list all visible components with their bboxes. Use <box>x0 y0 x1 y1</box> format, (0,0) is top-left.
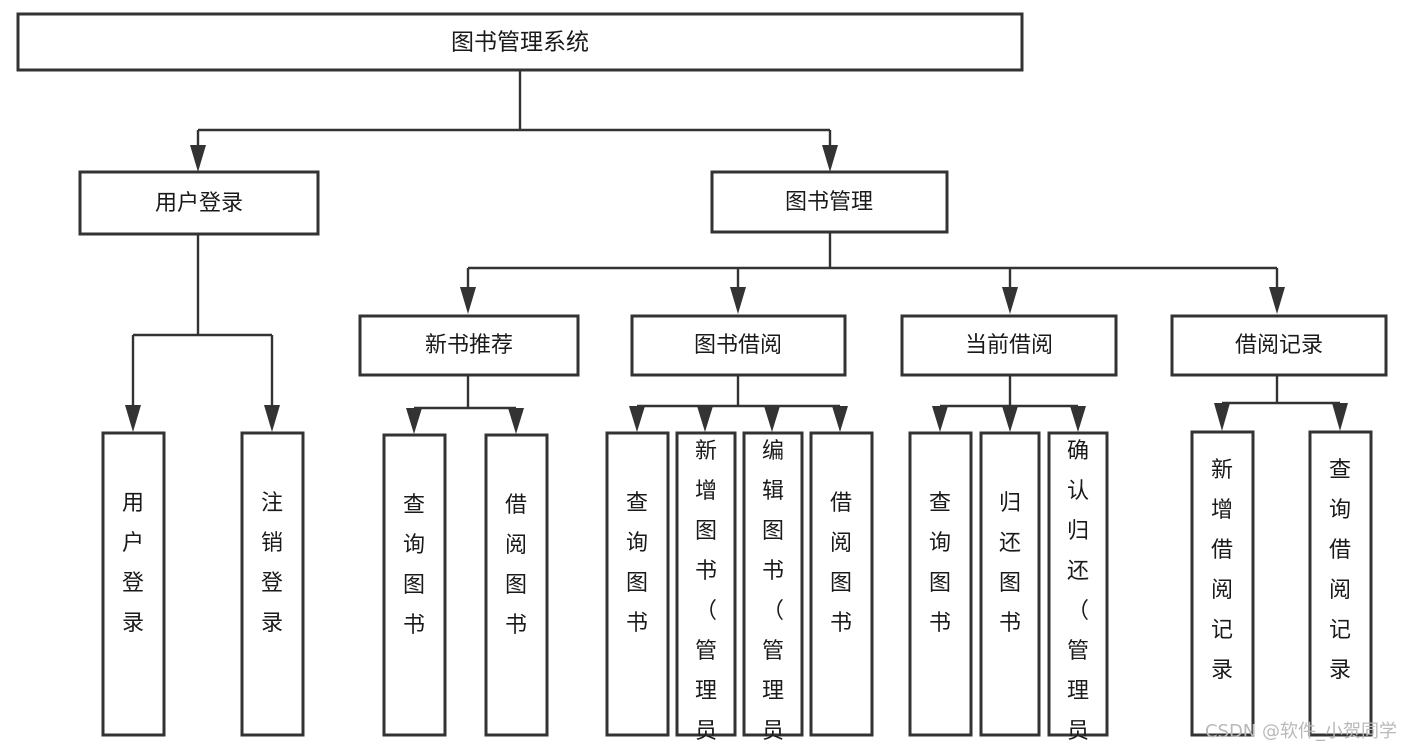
leaf-borrow-book-2[interactable]: 借阅图书 <box>809 431 874 737</box>
arrow-to-leaf-confirm-return <box>1070 406 1086 432</box>
leaf-logout-login[interactable]: 注销登录 <box>240 431 305 737</box>
leaf-return-book[interactable]: 归还图书 <box>979 431 1041 737</box>
leaf-query-record-box[interactable] <box>1308 430 1373 737</box>
arrow-to-new-book-recommend <box>460 287 476 314</box>
leaf-query-book-2-box[interactable] <box>605 431 670 737</box>
leaf-add-book-label: 新增图书（管理员） <box>695 439 717 747</box>
node-book-borrow-box[interactable] <box>630 314 847 377</box>
node-book-management[interactable]: 图书管理 <box>710 170 949 234</box>
leaf-logout-login-box[interactable] <box>240 431 305 737</box>
node-user-login[interactable]: 用户登录 <box>78 170 320 236</box>
leaf-borrow-book-2-box[interactable] <box>809 431 874 737</box>
arrow-to-leaf-query-record <box>1332 403 1348 431</box>
arrow-to-leaf-user-login <box>125 405 141 432</box>
leaf-borrow-book-1[interactable]: 借阅图书 <box>484 433 549 737</box>
arrow-to-leaf-return-book <box>1002 406 1018 432</box>
leaf-query-record-label: 查询借阅记录 <box>1329 458 1351 683</box>
node-root-label: 图书管理系统 <box>451 30 589 56</box>
arrow-to-book-borrow <box>730 287 746 314</box>
leaf-query-book-2-label: 查询图书 <box>626 491 648 636</box>
leaf-return-book-box[interactable] <box>979 431 1041 737</box>
node-current-borrow-box[interactable] <box>900 314 1118 377</box>
node-book-management-box[interactable] <box>710 170 949 234</box>
node-user-login-box[interactable] <box>78 170 320 236</box>
leaf-user-login-label: 用户登录 <box>122 491 144 636</box>
arrow-to-leaf-add-record <box>1214 403 1230 431</box>
leaf-borrow-book-1-box[interactable] <box>484 433 549 737</box>
node-root-box[interactable] <box>16 12 1024 72</box>
leaf-edit-book[interactable]: 编辑图书（管理员） <box>742 431 804 747</box>
node-book-borrow-label: 图书借阅 <box>694 333 782 358</box>
leaf-edit-book-label: 编辑图书（管理员） <box>762 439 784 747</box>
arrow-to-borrow-record <box>1269 287 1285 314</box>
node-book-management-label: 图书管理 <box>785 190 873 215</box>
leaf-confirm-return-box[interactable] <box>1047 431 1109 737</box>
leaf-logout-login-label: 注销登录 <box>261 491 283 636</box>
leaf-query-book-3-box[interactable] <box>908 431 973 737</box>
leaf-query-book-3-label: 查询图书 <box>929 491 951 636</box>
arrow-to-leaf-borrow-book-2 <box>832 406 848 432</box>
leaf-add-book-box[interactable] <box>675 431 737 737</box>
node-current-borrow-label: 当前借阅 <box>965 333 1053 358</box>
node-current-borrow[interactable]: 当前借阅 <box>900 314 1118 377</box>
leaf-user-login-box[interactable] <box>101 431 166 737</box>
node-book-borrow[interactable]: 图书借阅 <box>630 314 847 377</box>
arrow-to-leaf-borrow-book-1 <box>508 408 524 434</box>
node-user-login-label: 用户登录 <box>155 191 243 216</box>
node-borrow-record-box[interactable] <box>1170 314 1388 377</box>
leaf-query-book-1[interactable]: 查询图书 <box>382 433 447 737</box>
arrow-to-user-login <box>190 145 206 172</box>
arrow-to-current-borrow <box>1002 287 1018 314</box>
leaf-user-login[interactable]: 用户登录 <box>101 431 166 737</box>
leaf-add-record-label: 新增借阅记录 <box>1211 458 1233 683</box>
leaf-borrow-book-2-label: 借阅图书 <box>830 491 852 636</box>
node-root[interactable]: 图书管理系统 <box>16 12 1024 72</box>
leaf-query-book-3[interactable]: 查询图书 <box>908 431 973 737</box>
arrow-to-leaf-query-book-1 <box>406 408 422 434</box>
arrow-to-leaf-query-book-2 <box>629 406 645 432</box>
arrow-to-leaf-logout-login <box>264 405 280 432</box>
arrow-to-leaf-add-book <box>697 406 713 432</box>
leaf-query-book-1-label: 查询图书 <box>403 493 425 638</box>
leaf-query-book-1-box[interactable] <box>382 433 447 737</box>
leaf-return-book-label: 归还图书 <box>999 491 1021 636</box>
leaf-confirm-return[interactable]: 确认归还（管理员） <box>1047 431 1109 747</box>
leaf-add-record[interactable]: 新增借阅记录 <box>1190 430 1255 737</box>
node-new-book-recommend-label: 新书推荐 <box>425 333 513 358</box>
arrow-to-book-management <box>822 145 838 172</box>
node-borrow-record[interactable]: 借阅记录 <box>1170 314 1388 377</box>
node-new-book-recommend-box[interactable] <box>358 314 580 377</box>
leaf-add-book[interactable]: 新增图书（管理员） <box>675 431 737 747</box>
leaf-query-book-2[interactable]: 查询图书 <box>605 431 670 737</box>
arrow-to-leaf-query-book-3 <box>932 406 948 432</box>
node-borrow-record-label: 借阅记录 <box>1235 333 1323 358</box>
leaf-query-record[interactable]: 查询借阅记录 <box>1308 430 1373 737</box>
node-new-book-recommend[interactable]: 新书推荐 <box>358 314 580 377</box>
leaf-borrow-book-1-label: 借阅图书 <box>505 493 527 638</box>
leaf-edit-book-box[interactable] <box>742 431 804 737</box>
leaf-confirm-return-label: 确认归还（管理员） <box>1067 439 1089 747</box>
connector-layer <box>125 70 1348 434</box>
leaf-add-record-box[interactable] <box>1190 430 1255 737</box>
arrow-to-leaf-edit-book <box>764 406 780 432</box>
